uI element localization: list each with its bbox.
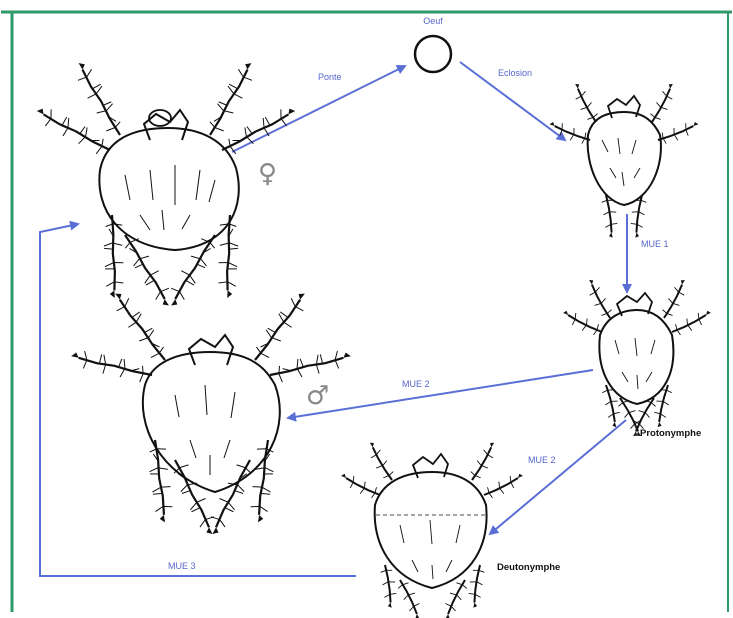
- arrow-molt-2-male: [288, 370, 593, 418]
- larva-mite: [548, 81, 699, 238]
- egg-label: Oeuf: [423, 16, 443, 26]
- protonymph-mite: [562, 277, 713, 439]
- molt-2-label: MUE 2: [528, 455, 556, 465]
- molt-1-label: MUE 1: [641, 239, 669, 249]
- molt-2-male-label: MUE 2: [402, 379, 430, 389]
- cycle-arrows: [40, 62, 627, 576]
- egg-circle: [415, 36, 451, 72]
- laying-label: Ponte: [318, 72, 342, 82]
- deutonymph-label: Deutonymphe: [497, 562, 560, 573]
- male-symbol: ♂: [306, 381, 329, 411]
- protonymph-label: Protonymphe: [640, 428, 701, 439]
- molt-3-label: MUE 3: [168, 561, 196, 571]
- female-symbol: ♀: [258, 159, 277, 189]
- hatching-label: Eclosion: [498, 68, 532, 78]
